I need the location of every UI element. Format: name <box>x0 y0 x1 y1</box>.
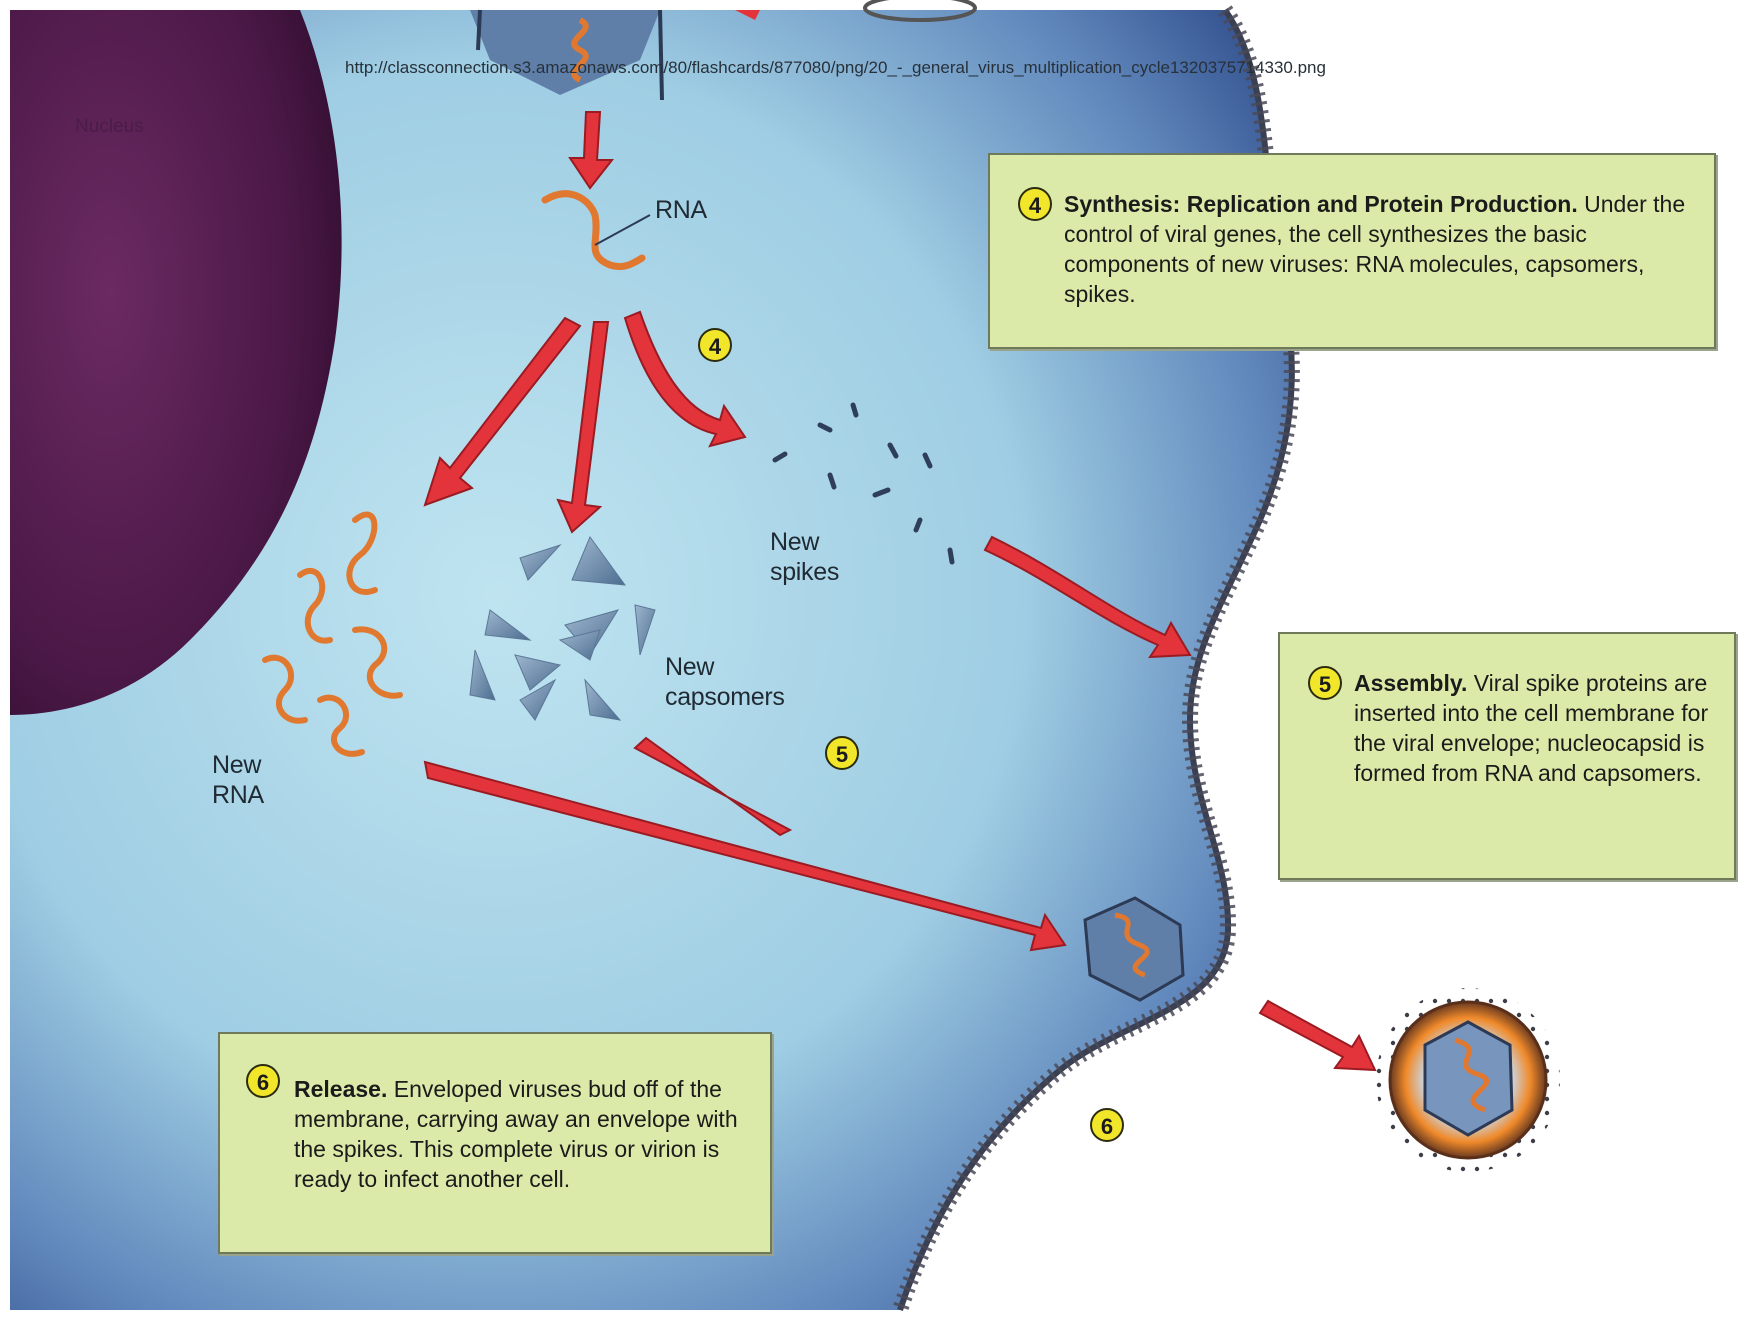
synthesis-text: Synthesis: Replication and Protein Produ… <box>1064 189 1694 309</box>
release-info-box: 6 Release. Enveloped viruses bud off of … <box>218 1032 772 1254</box>
synthesis-info-box: 4 Synthesis: Replication and Protein Pro… <box>988 153 1716 349</box>
assembly-text: Assembly. Viral spike proteins are inser… <box>1354 668 1714 788</box>
source-url[interactable]: http://classconnection.s3.amazonaws.com/… <box>345 58 1745 78</box>
new-capsomers-label: New capsomers <box>665 652 785 712</box>
step-5-marker: 5 <box>825 736 859 770</box>
release-title: Release. <box>294 1076 387 1102</box>
released-virion-icon <box>1376 988 1560 1172</box>
synthesis-step-number: 4 <box>1018 187 1052 221</box>
synthesis-title: Synthesis: Replication and Protein Produ… <box>1064 191 1578 217</box>
assembly-info-box: 5 Assembly. Viral spike proteins are ins… <box>1278 632 1736 880</box>
rna-label: RNA <box>655 195 707 225</box>
new-spikes-label: New spikes <box>770 527 839 587</box>
assembly-title: Assembly. <box>1354 670 1467 696</box>
assembly-step-number: 5 <box>1308 666 1342 700</box>
step-6-marker: 6 <box>1090 1108 1124 1142</box>
nucleus-label: Nucleus <box>75 116 144 138</box>
release-text: Release. Enveloped viruses bud off of th… <box>294 1074 754 1194</box>
new-rna-label: New RNA <box>212 750 264 810</box>
release-step-number: 6 <box>246 1064 280 1098</box>
step-4-marker: 4 <box>698 328 732 362</box>
